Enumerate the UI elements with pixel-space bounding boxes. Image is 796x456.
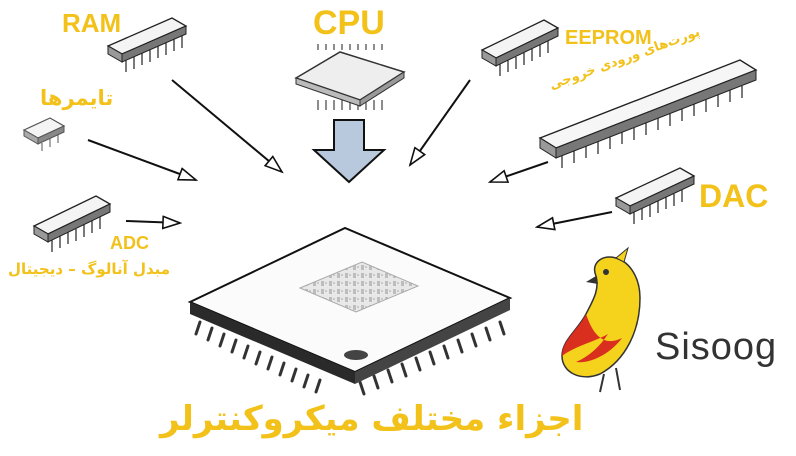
- dac-chip-icon: [614, 167, 696, 224]
- cpu-arrow: [311, 119, 387, 184]
- io-ports-chip-icon: [538, 59, 758, 168]
- arrow-ports: [490, 161, 549, 183]
- logo-text: Sisoog: [655, 326, 778, 368]
- eeprom-chip-icon: [480, 19, 560, 76]
- adc-chip-icon: [32, 195, 112, 252]
- arrows: [87, 79, 613, 227]
- adc-label: ADC: [110, 233, 149, 253]
- timers-label: تایمرها: [40, 86, 114, 110]
- bird-logo-icon: [561, 246, 641, 393]
- dac-label: DAC: [699, 178, 769, 214]
- ram-label: RAM: [62, 8, 122, 38]
- microcontroller-chip-icon: [187, 226, 513, 396]
- arrow-eeprom: [410, 79, 471, 165]
- arrow-timers: [87, 139, 196, 181]
- arrow-dac: [537, 211, 613, 227]
- page-title: اجزاء مختلف میکروکنترلر: [160, 399, 584, 439]
- cpu-chip-icon: [294, 44, 406, 110]
- arrow-adc: [125, 221, 180, 223]
- timer-chip-icon: [22, 117, 66, 151]
- eeprom-label: EEPROM: [565, 27, 652, 49]
- cpu-label: CPU: [313, 4, 385, 42]
- arrow-ram: [171, 79, 282, 172]
- adc-description-label: مبدل آنالوگ – دیجیتال: [8, 260, 171, 278]
- ram-chip-icon: [106, 17, 188, 72]
